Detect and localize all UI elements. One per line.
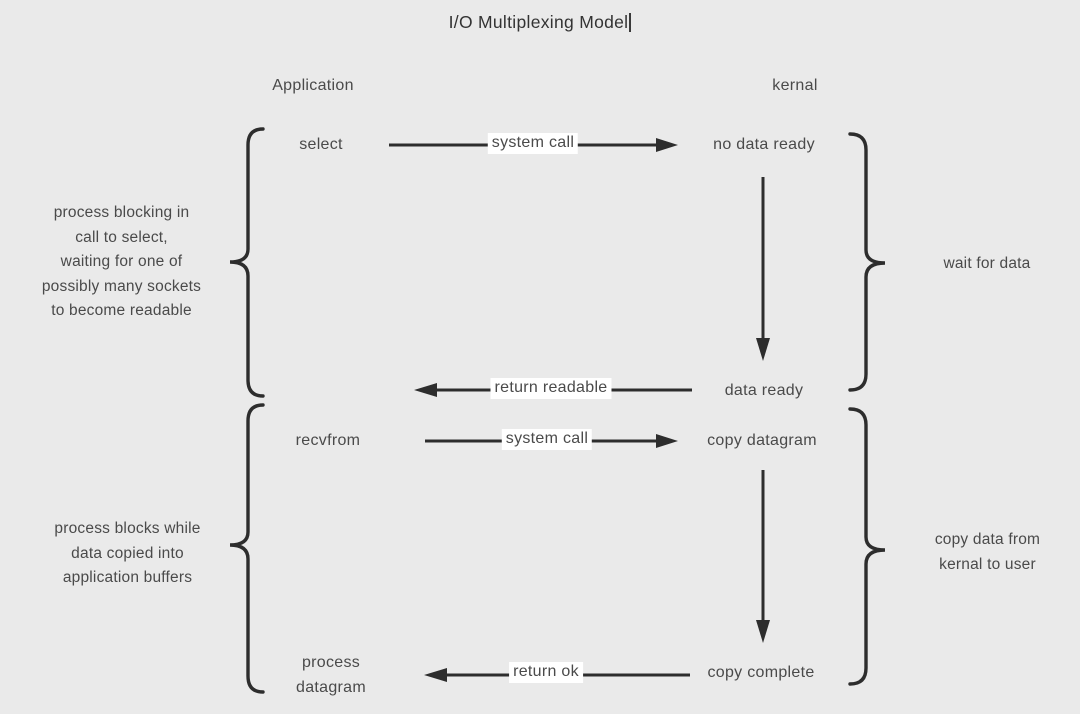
- brace-left-bottom: [229, 403, 265, 694]
- annotation-process-blocks-line2: data copied into: [71, 544, 184, 562]
- node-process-datagram-line1: process: [301, 654, 361, 671]
- node-data-ready: data ready: [724, 382, 804, 399]
- brace-right-top: [848, 132, 886, 392]
- node-process-datagram: process datagram: [296, 650, 366, 700]
- column-header-application: Application: [272, 77, 354, 94]
- arrow-label-return-readable: return readable: [490, 378, 612, 399]
- annotation-process-blocks-line3: application buffers: [62, 569, 193, 586]
- annotation-process-blocks: process blocks while data copied into ap…: [10, 517, 245, 591]
- brace-left-top: [229, 127, 265, 398]
- annotation-select-blocking-line3: waiting for one of: [60, 253, 183, 270]
- text-cursor: [629, 13, 632, 32]
- annotation-wait-for-data: wait for data: [943, 255, 1031, 272]
- node-recvfrom: recvfrom: [295, 432, 361, 449]
- node-select: select: [299, 136, 343, 153]
- node-copy-datagram: copy datagram: [707, 432, 817, 449]
- brace-right-bottom: [848, 407, 886, 686]
- node-no-data-ready: no data ready: [713, 136, 815, 153]
- annotation-select-blocking-line2: call to select,: [75, 228, 168, 246]
- arrow-copy-head: [756, 620, 770, 643]
- annotation-select-blocking-line5: to become readable: [51, 302, 192, 319]
- arrow-label-system-call-bottom: system call: [501, 429, 593, 450]
- arrow-label-return-ok: return ok: [509, 662, 583, 683]
- page-title-text: I/O Multiplexing Model: [448, 12, 629, 32]
- annotation-select-blocking-line1: process blocking in: [53, 204, 190, 221]
- node-copy-complete: copy complete: [707, 664, 815, 681]
- annotation-copy-data-line1: copy data from: [934, 531, 1041, 548]
- arrow-system-call-bottom-head: [656, 434, 678, 448]
- annotation-process-blocks-line1: process blocks while: [54, 520, 201, 537]
- page-title: I/O Multiplexing Model: [0, 12, 1080, 33]
- arrow-wait-head: [756, 338, 770, 361]
- annotation-copy-data: copy data from kernal to user: [905, 528, 1070, 577]
- annotation-select-blocking-line4: possibly many sockets: [41, 277, 202, 295]
- column-header-kernal: kernal: [772, 77, 818, 94]
- annotation-select-blocking: process blocking in call to select, wait…: [4, 201, 239, 324]
- arrow-return-readable-head: [414, 383, 437, 397]
- arrow-return-ok-head: [424, 668, 447, 682]
- annotation-copy-data-line2: kernal to user: [939, 555, 1036, 573]
- arrow-label-system-call-top: system call: [487, 133, 579, 154]
- arrow-system-call-top-head: [656, 138, 678, 152]
- node-process-datagram-line2: datagram: [296, 679, 366, 696]
